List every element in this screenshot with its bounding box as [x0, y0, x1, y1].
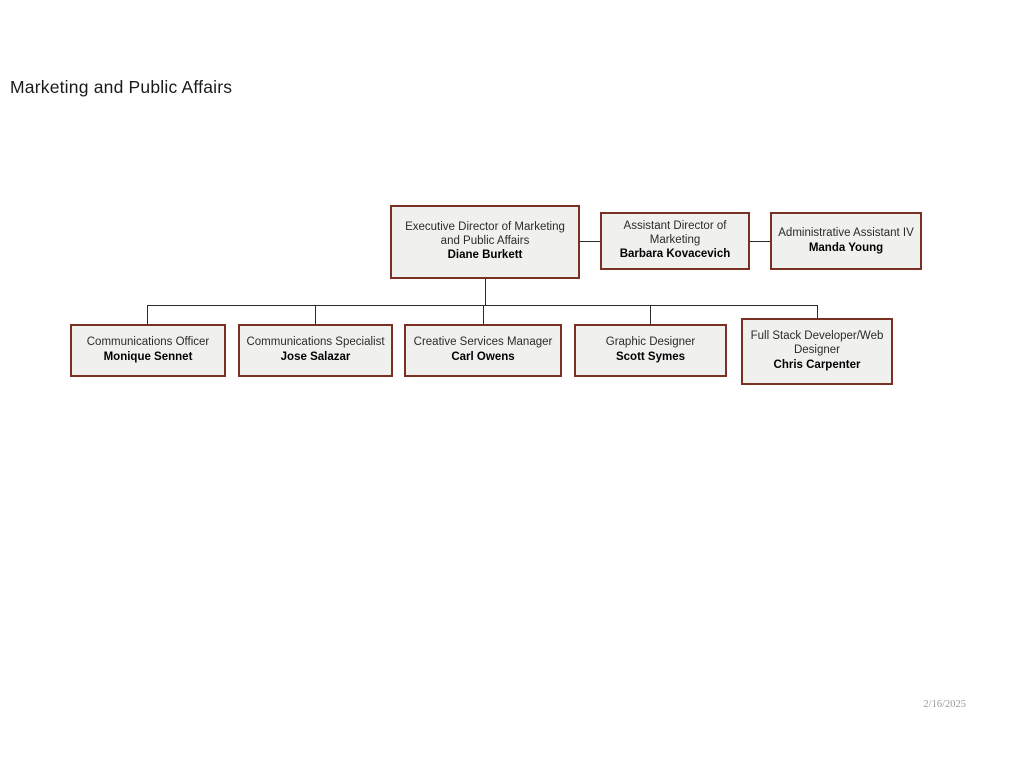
org-node-person: Monique Sennet [103, 351, 193, 363]
org-node-person: Carl Owens [451, 351, 515, 363]
connector-drop-creative-manager [483, 305, 484, 324]
org-node-role: Graphic Designer [605, 336, 696, 349]
org-node-admin-assistant[interactable]: Administrative Assistant IV Manda Young [770, 212, 922, 270]
connector-horizontal-bus [147, 305, 817, 306]
org-node-full-stack-dev[interactable]: Full Stack Developer/Web Designer Chris … [741, 318, 893, 385]
org-node-asst-dir-marketing[interactable]: Assistant Director of Marketing Barbara … [600, 212, 750, 270]
org-node-person: Barbara Kovacevich [619, 248, 731, 261]
org-node-person: Manda Young [808, 241, 884, 254]
org-node-role: Creative Services Manager [413, 336, 553, 349]
page-title: Marketing and Public Affairs [10, 77, 233, 97]
org-node-person: Chris Carpenter [773, 358, 861, 371]
connector-asst-director-to-admin-assistant [750, 241, 770, 242]
org-node-role: Full Stack Developer/Web Designer [750, 330, 884, 357]
org-node-role: Communications Officer [86, 336, 210, 349]
connector-drop-comm-specialist [315, 305, 316, 324]
org-node-person: Jose Salazar [280, 351, 351, 363]
org-node-comm-specialist[interactable]: Communications Specialist Jose Salazar [238, 324, 393, 377]
connector-drop-graphic-designer [650, 305, 651, 324]
org-node-role: Executive Director of Marketing and Publ… [405, 220, 565, 247]
connector-drop-comm-officer [147, 305, 148, 324]
org-node-role: Communications Specialist [246, 336, 385, 349]
org-node-person: Diane Burkett [447, 249, 523, 262]
org-node-comm-officer[interactable]: Communications Officer Monique Sennet [70, 324, 226, 377]
org-node-person: Scott Symes [615, 351, 686, 363]
footer-date: 2/16/2025 [923, 699, 966, 710]
org-node-exec-director[interactable]: Executive Director of Marketing and Publ… [390, 205, 580, 279]
org-node-creative-manager[interactable]: Creative Services Manager Carl Owens [404, 324, 562, 377]
connector-exec-director-stem [485, 279, 486, 306]
org-node-role: Assistant Director of Marketing [623, 219, 727, 246]
org-node-graphic-designer[interactable]: Graphic Designer Scott Symes [574, 324, 727, 377]
connector-exec-to-asst-director [580, 241, 600, 242]
org-node-role: Administrative Assistant IV [778, 226, 914, 239]
connector-drop-full-stack-dev [817, 305, 818, 318]
